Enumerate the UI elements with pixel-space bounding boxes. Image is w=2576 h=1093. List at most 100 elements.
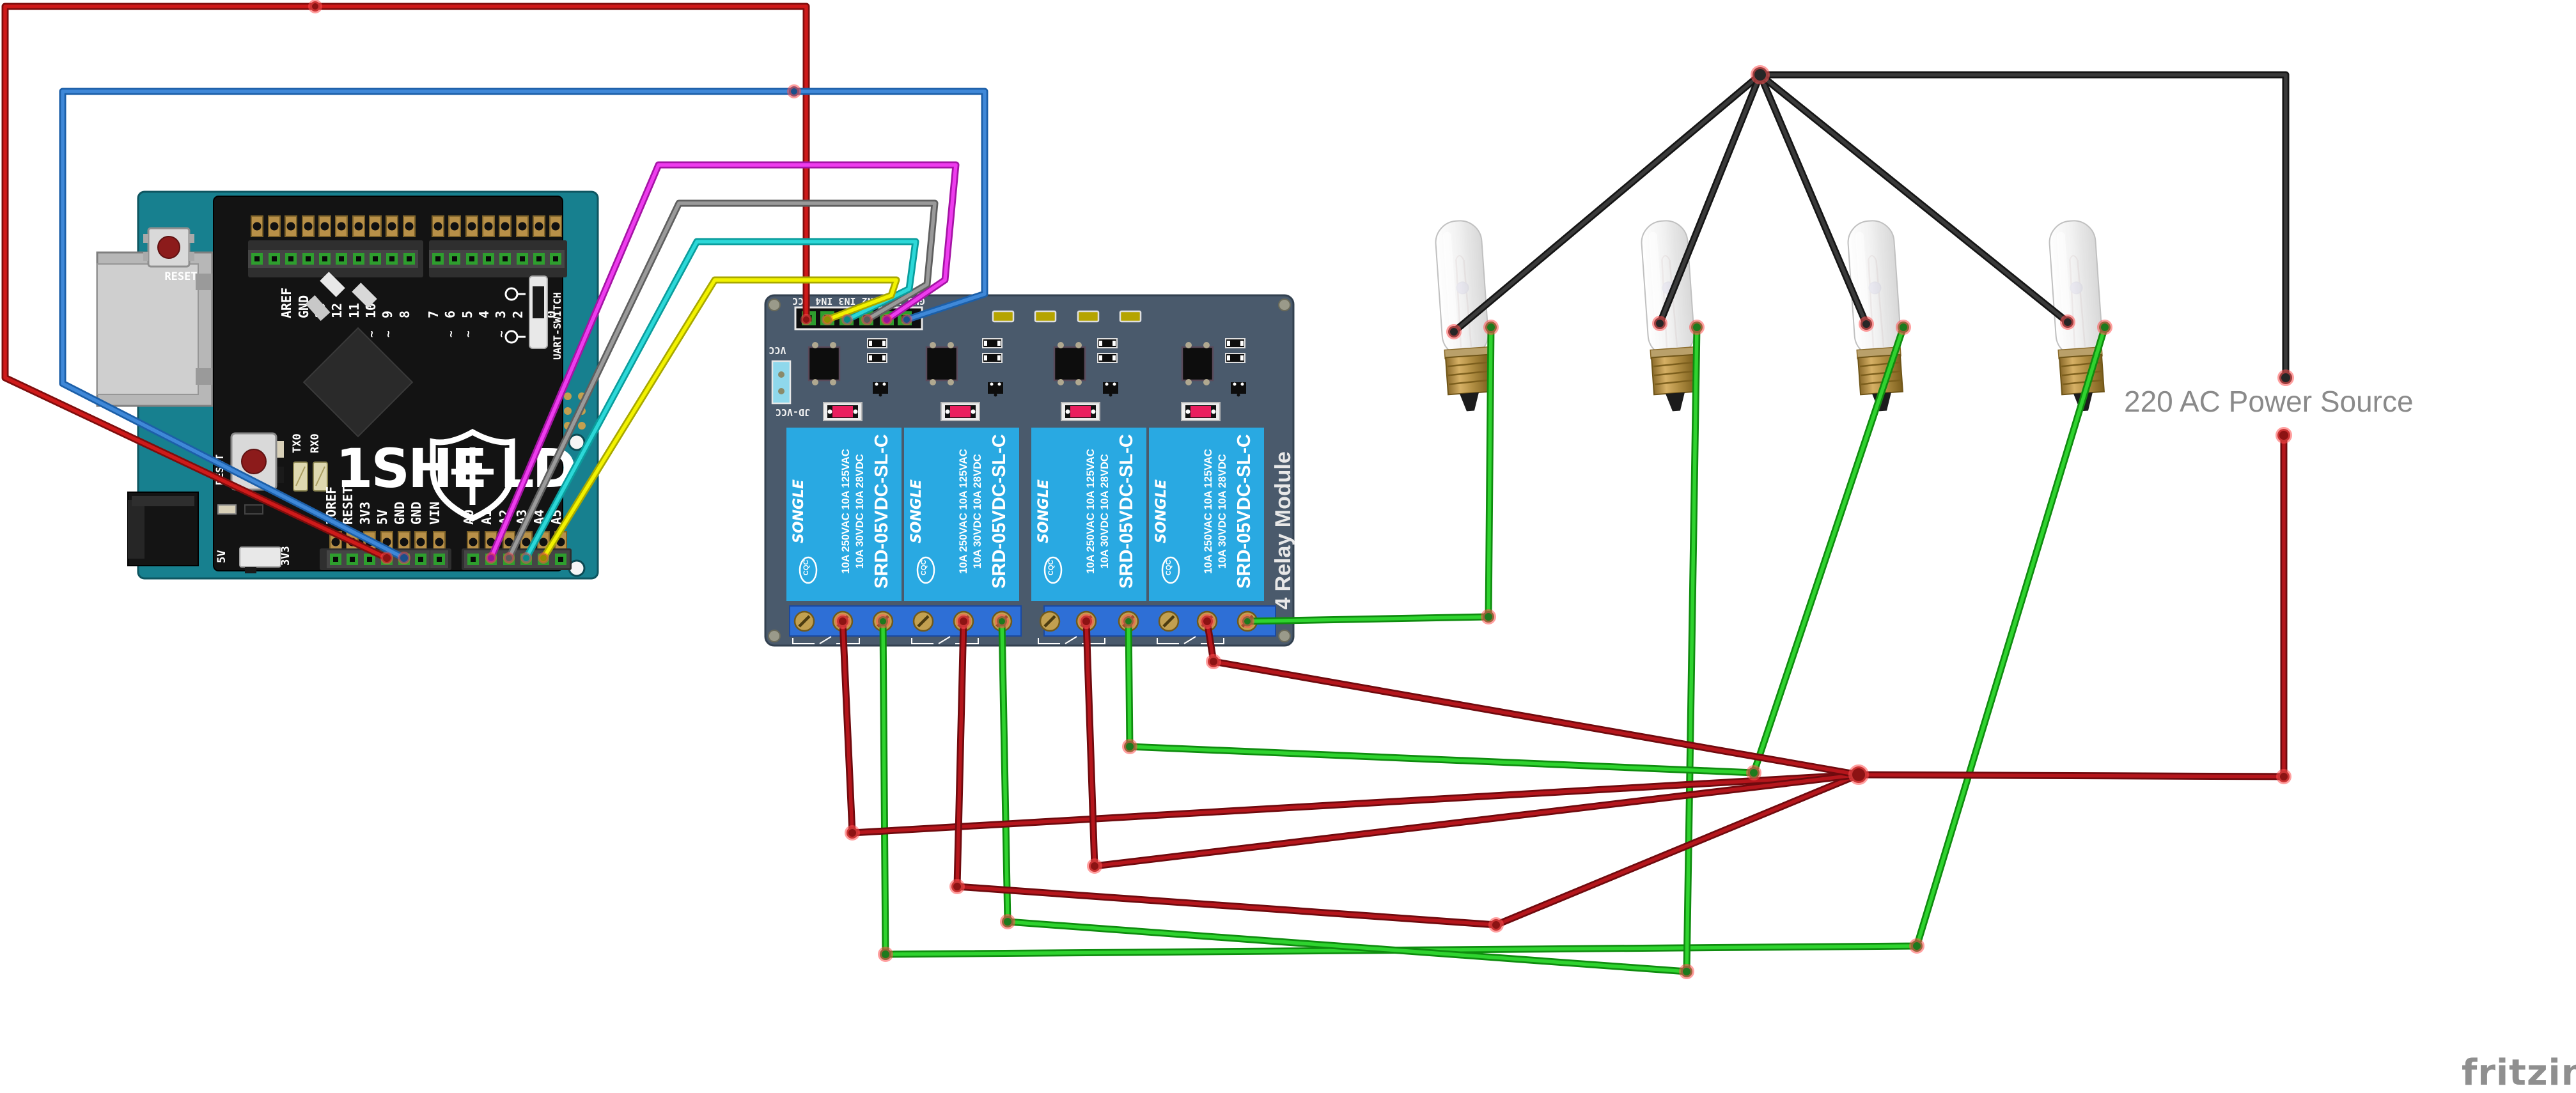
power-source-label[interactable]: 220 AC Power Source bbox=[2124, 385, 2414, 418]
svg-text:11: 11 bbox=[347, 303, 362, 318]
svg-text:SONGLE: SONGLE bbox=[1036, 479, 1052, 543]
wire-relay2-to-bulb2[interactable] bbox=[998, 323, 1701, 975]
jdvcc-jumper[interactable] bbox=[771, 360, 792, 405]
jdvcc-label: JD-VCC bbox=[776, 407, 810, 418]
optocoupler bbox=[925, 341, 958, 387]
svg-text:~: ~ bbox=[444, 330, 458, 337]
relay-3[interactable]: SONGLE CQC 10A 250VAC 10A 125VAC 10A 30V… bbox=[1031, 428, 1146, 601]
relay-module-side-label: 4 Relay Module bbox=[1271, 451, 1295, 610]
wire-in1[interactable] bbox=[487, 161, 960, 562]
wire-relay2-com[interactable] bbox=[953, 617, 1862, 929]
svg-text:CQC: CQC bbox=[1047, 560, 1055, 576]
optocoupler bbox=[1053, 341, 1086, 387]
mounting-hole bbox=[1278, 630, 1291, 642]
wire-relay1-com[interactable] bbox=[839, 617, 1862, 837]
relay-4[interactable]: SONGLE CQC 10A 250VAC 10A 125VAC 10A 30V… bbox=[1149, 428, 1264, 601]
relay-led-4 bbox=[1119, 310, 1142, 323]
shield-icon bbox=[430, 428, 515, 522]
uart-switch-label: UART-SWITCH bbox=[551, 292, 563, 360]
mounting-hole bbox=[568, 433, 586, 451]
relay-module[interactable]: GND IN1 IN2 IN3 IN4 VCC VCC JD-VCC bbox=[764, 294, 1295, 647]
svg-text:5: 5 bbox=[460, 311, 475, 318]
plug-icon bbox=[504, 330, 526, 344]
svg-text:SRD-05VDC-SL-C: SRD-05VDC-SL-C bbox=[871, 434, 892, 589]
svg-text:7: 7 bbox=[426, 311, 441, 318]
mounting-hole bbox=[1278, 298, 1291, 311]
svg-text:A1: A1 bbox=[479, 509, 494, 525]
svg-text:GND: GND bbox=[392, 502, 407, 525]
relay-1[interactable]: SONGLE CQC 10A 250VAC 10A 125VAC 10A 30V… bbox=[786, 428, 902, 601]
diode bbox=[941, 402, 980, 421]
voltage-switch[interactable] bbox=[239, 546, 281, 573]
wire-gnd[interactable] bbox=[59, 88, 988, 562]
svg-text:CQC: CQC bbox=[802, 560, 810, 576]
svg-text:4: 4 bbox=[476, 311, 492, 318]
wire-bulb4-neutral[interactable] bbox=[1756, 71, 2072, 326]
svg-text:SONGLE: SONGLE bbox=[1153, 479, 1169, 543]
svg-text:CQC: CQC bbox=[920, 560, 928, 576]
mounting-hole bbox=[768, 630, 781, 642]
digital-pin-labels: AREF GND 13 12 11 10 9 8 ~ ~ ~ 7 6 5 4 3… bbox=[279, 288, 559, 337]
diode bbox=[1181, 402, 1221, 421]
connection-points bbox=[308, 0, 2294, 979]
svg-text:~: ~ bbox=[495, 330, 508, 337]
svg-text:10A 250VAC 10A 125VAC: 10A 250VAC 10A 125VAC bbox=[1085, 449, 1097, 573]
relay-2[interactable]: SONGLE CQC 10A 250VAC 10A 125VAC 10A 30V… bbox=[904, 428, 1019, 601]
wire-relay3-to-bulb3[interactable] bbox=[1125, 323, 1907, 777]
optocoupler bbox=[1181, 341, 1214, 387]
svg-text:~: ~ bbox=[365, 330, 379, 337]
optocoupler bbox=[808, 341, 841, 387]
svg-text:10A 250VAC 10A 125VAC: 10A 250VAC 10A 125VAC bbox=[840, 449, 852, 573]
svg-text:6: 6 bbox=[442, 311, 458, 318]
svg-text:9: 9 bbox=[380, 311, 395, 318]
terminal-strip-left[interactable] bbox=[789, 605, 1022, 637]
rx-label: RX0 bbox=[309, 433, 322, 453]
svg-text:CQC: CQC bbox=[1165, 560, 1173, 576]
digital-header-sockets[interactable] bbox=[248, 240, 567, 277]
relay-led-3 bbox=[1077, 310, 1100, 323]
wire-5v[interactable] bbox=[1, 3, 810, 562]
wire-bulb2-neutral[interactable] bbox=[1656, 71, 1764, 327]
wire-in2[interactable] bbox=[505, 199, 939, 562]
vcc-label: VCC bbox=[769, 345, 786, 356]
power-header-sockets[interactable] bbox=[320, 548, 572, 570]
tx-led bbox=[293, 461, 308, 492]
mounting-hole bbox=[768, 298, 781, 311]
wire-relay3-com[interactable] bbox=[1082, 617, 1862, 870]
svg-text:10A 250VAC 10A 125VAC: 10A 250VAC 10A 125VAC bbox=[958, 449, 969, 573]
fritzing-watermark: fritzing bbox=[2462, 1052, 2576, 1093]
wire-ac-hot[interactable] bbox=[1855, 431, 2288, 780]
onesheeld-shield[interactable]: AREF GND 13 12 11 10 9 8 ~ ~ ~ 7 6 5 4 3… bbox=[213, 196, 577, 573]
svg-text:SRD-05VDC-SL-C: SRD-05VDC-SL-C bbox=[1116, 434, 1137, 589]
svg-text:A0: A0 bbox=[461, 509, 476, 525]
arduino-reset-button[interactable] bbox=[143, 227, 194, 268]
svg-text:~: ~ bbox=[382, 330, 395, 337]
phone-icon bbox=[504, 287, 526, 301]
svg-text:5V: 5V bbox=[375, 509, 390, 525]
diode bbox=[823, 402, 863, 421]
svg-text:GND: GND bbox=[409, 502, 424, 525]
wire-bulb3-neutral[interactable] bbox=[1756, 71, 1870, 328]
smd-components bbox=[217, 272, 414, 515]
wire-ac-neutral[interactable] bbox=[1756, 71, 2290, 382]
rx-led bbox=[313, 461, 328, 492]
wire-in4[interactable] bbox=[540, 276, 900, 562]
bulb-3[interactable] bbox=[1846, 218, 1907, 414]
svg-text:VIN: VIN bbox=[427, 502, 442, 525]
svg-text:10A 30VDC 10A 28VDC: 10A 30VDC 10A 28VDC bbox=[1099, 454, 1111, 569]
switch-3v3-label: 3V3 bbox=[279, 546, 292, 566]
bulb-1[interactable] bbox=[1433, 218, 1495, 414]
power-pin-labels: IOREF RESET 3V3 5V GND GND VIN A0 A1 A2 … bbox=[324, 486, 564, 525]
relay-led-2 bbox=[1034, 310, 1057, 323]
svg-text:3: 3 bbox=[493, 311, 508, 318]
svg-text:10A 30VDC 10A 28VDC: 10A 30VDC 10A 28VDC bbox=[1217, 454, 1228, 569]
svg-text:2: 2 bbox=[510, 311, 526, 318]
svg-text:8: 8 bbox=[397, 311, 412, 318]
tx-label: TX0 bbox=[291, 433, 304, 453]
power-jack bbox=[127, 492, 199, 566]
svg-text:3V3: 3V3 bbox=[357, 502, 373, 525]
terminal-strip-right[interactable] bbox=[1040, 605, 1276, 637]
wire-bulb1-neutral[interactable] bbox=[1450, 71, 1764, 336]
uart-switch[interactable] bbox=[529, 275, 548, 349]
